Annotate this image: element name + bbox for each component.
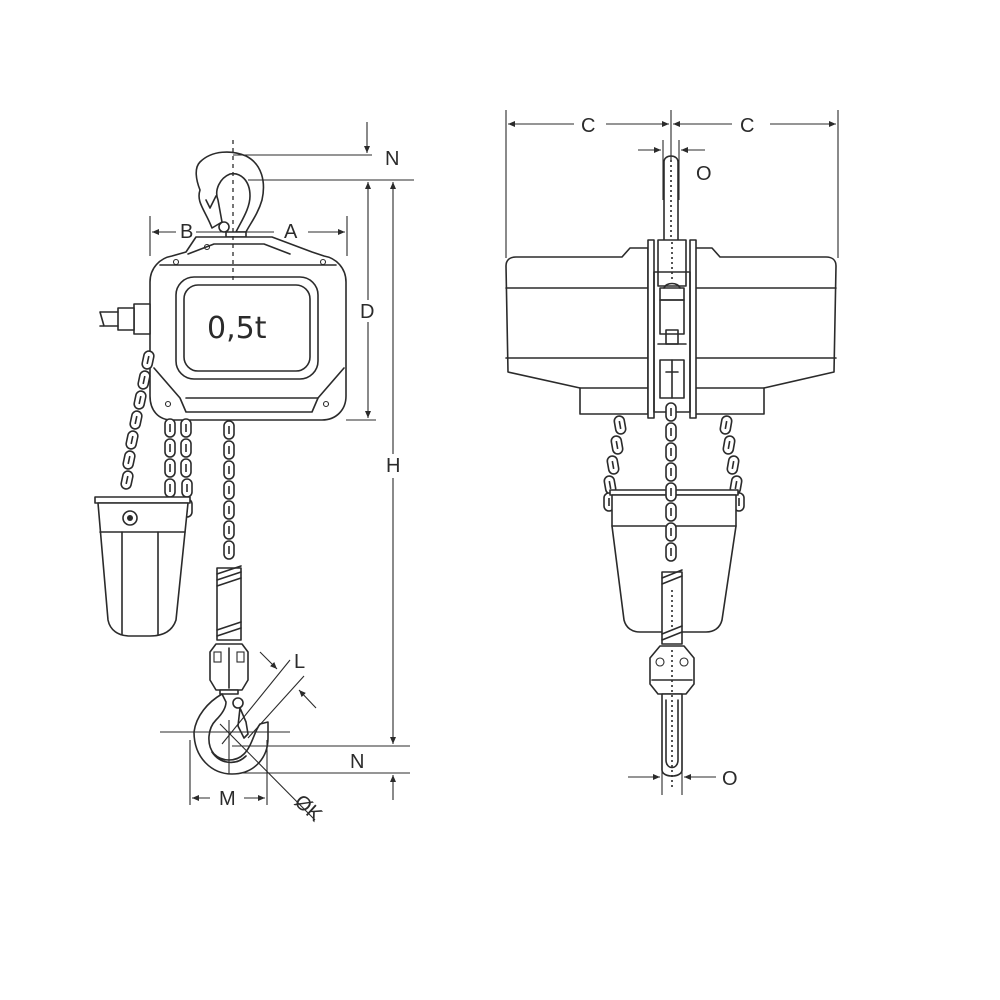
hoist-body: 0,5t [99, 236, 347, 421]
front-body [505, 239, 837, 419]
front-dimensions: C C O O [505, 110, 839, 795]
dim-label-o-top: O [696, 163, 712, 185]
dim-label-b: B [180, 221, 193, 243]
front-hook-block [649, 645, 695, 790]
dim-label-d: D [360, 301, 374, 323]
dim-label-c-left: C [581, 115, 595, 137]
dim-label-n-bottom: N [350, 751, 364, 773]
bottom-hook-block [209, 643, 249, 695]
spring-guard [216, 565, 242, 641]
load-chain [223, 420, 235, 560]
dim-label-a: A [284, 221, 298, 243]
dim-label-k: ØK [290, 791, 327, 827]
side-view: 0,5t [94, 122, 414, 827]
dim-label-l: L [294, 651, 305, 673]
front-view: C C O O [505, 110, 839, 795]
front-load-chain [665, 402, 677, 562]
dim-label-m: M [219, 788, 236, 810]
dim-label-c-right: C [740, 115, 754, 137]
dim-label-o-bottom: O [722, 768, 738, 790]
dim-label-h: H [386, 455, 400, 477]
dim-label-n-top: N [385, 148, 399, 170]
top-hook [195, 151, 265, 238]
chain-bucket [94, 496, 191, 637]
front-top-hook [663, 155, 679, 243]
capacity-label: 0,5t [207, 311, 267, 346]
front-spring-guard [661, 569, 683, 645]
